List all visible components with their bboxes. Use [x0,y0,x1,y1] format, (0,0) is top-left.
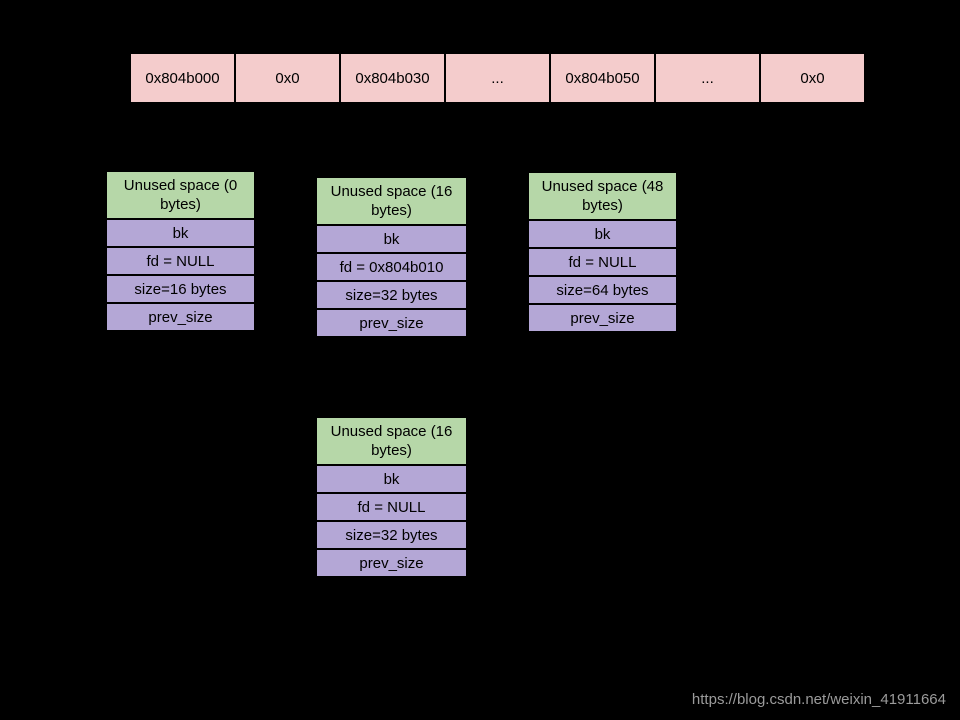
chunk-1-field-bk: bk [105,218,256,248]
chunk-box-4: Unused space (16 bytes) bk fd = NULL siz… [315,416,468,578]
chunk-4-field-prev-size: prev_size [315,548,468,578]
memory-cell-1: 0x0 [234,52,341,104]
chunk-1-field-fd: fd = NULL [105,246,256,276]
chunk-box-3: Unused space (48 bytes) bk fd = NULL siz… [527,171,678,333]
chunk-2-field-bk: bk [315,224,468,254]
memory-address-row: 0x804b000 0x0 0x804b030 ... 0x804b050 ..… [129,52,866,104]
chunk-1-field-prev-size: prev_size [105,302,256,332]
chunk-box-1: Unused space (0 bytes) bk fd = NULL size… [105,170,256,332]
chunk-3-field-bk: bk [527,219,678,249]
chunk-4-unused-space-header: Unused space (16 bytes) [315,416,468,466]
chunk-4-field-size: size=32 bytes [315,520,468,550]
chunk-3-field-size: size=64 bytes [527,275,678,305]
chunk-4-field-fd: fd = NULL [315,492,468,522]
chunk-3-unused-space-header: Unused space (48 bytes) [527,171,678,221]
chunk-2-field-fd: fd = 0x804b010 [315,252,468,282]
memory-cell-0: 0x804b000 [129,52,236,104]
chunk-2-field-prev-size: prev_size [315,308,468,338]
memory-cell-6: 0x0 [759,52,866,104]
watermark-url: https://blog.csdn.net/weixin_41911664 [691,691,946,708]
chunk-2-field-size: size=32 bytes [315,280,468,310]
chunk-4-field-bk: bk [315,464,468,494]
chunk-box-2: Unused space (16 bytes) bk fd = 0x804b01… [315,176,468,338]
chunk-3-field-prev-size: prev_size [527,303,678,333]
chunk-3-field-fd: fd = NULL [527,247,678,277]
memory-cell-2: 0x804b030 [339,52,446,104]
chunk-1-unused-space-header: Unused space (0 bytes) [105,170,256,220]
chunk-1-field-size: size=16 bytes [105,274,256,304]
memory-cell-3: ... [444,52,551,104]
chunk-2-unused-space-header: Unused space (16 bytes) [315,176,468,226]
memory-cell-4: 0x804b050 [549,52,656,104]
memory-cell-5: ... [654,52,761,104]
